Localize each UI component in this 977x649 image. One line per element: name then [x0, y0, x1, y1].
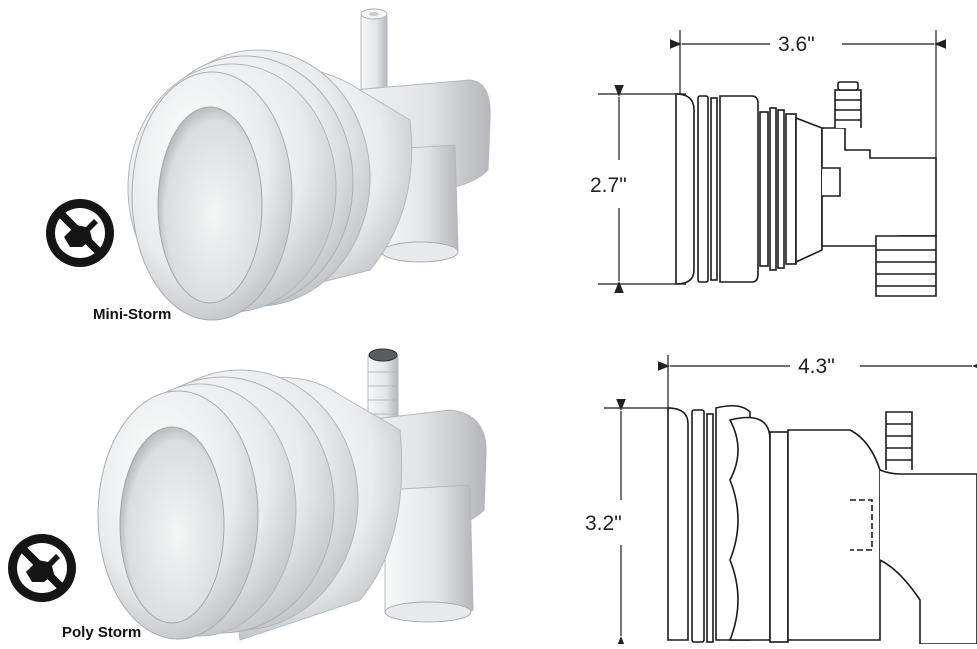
mini-storm-dimension-drawing	[598, 30, 946, 297]
no-hand-tool-icon	[8, 534, 76, 602]
mini-storm-label: Mini-Storm	[93, 306, 171, 323]
mini-storm-height-label: 2.7"	[590, 174, 627, 197]
poly-storm-product-image	[97, 348, 487, 641]
poly-storm-label: Poly Storm	[62, 624, 141, 641]
poly-storm-height-label: 3.2"	[585, 512, 622, 535]
mini-storm-width-label: 3.6"	[778, 33, 815, 56]
mini-storm-product-image	[127, 8, 491, 321]
poly-storm-width-label: 4.3"	[798, 355, 835, 378]
poly-storm-dimension-drawing	[604, 355, 977, 648]
no-hand-tool-icon	[46, 199, 114, 267]
